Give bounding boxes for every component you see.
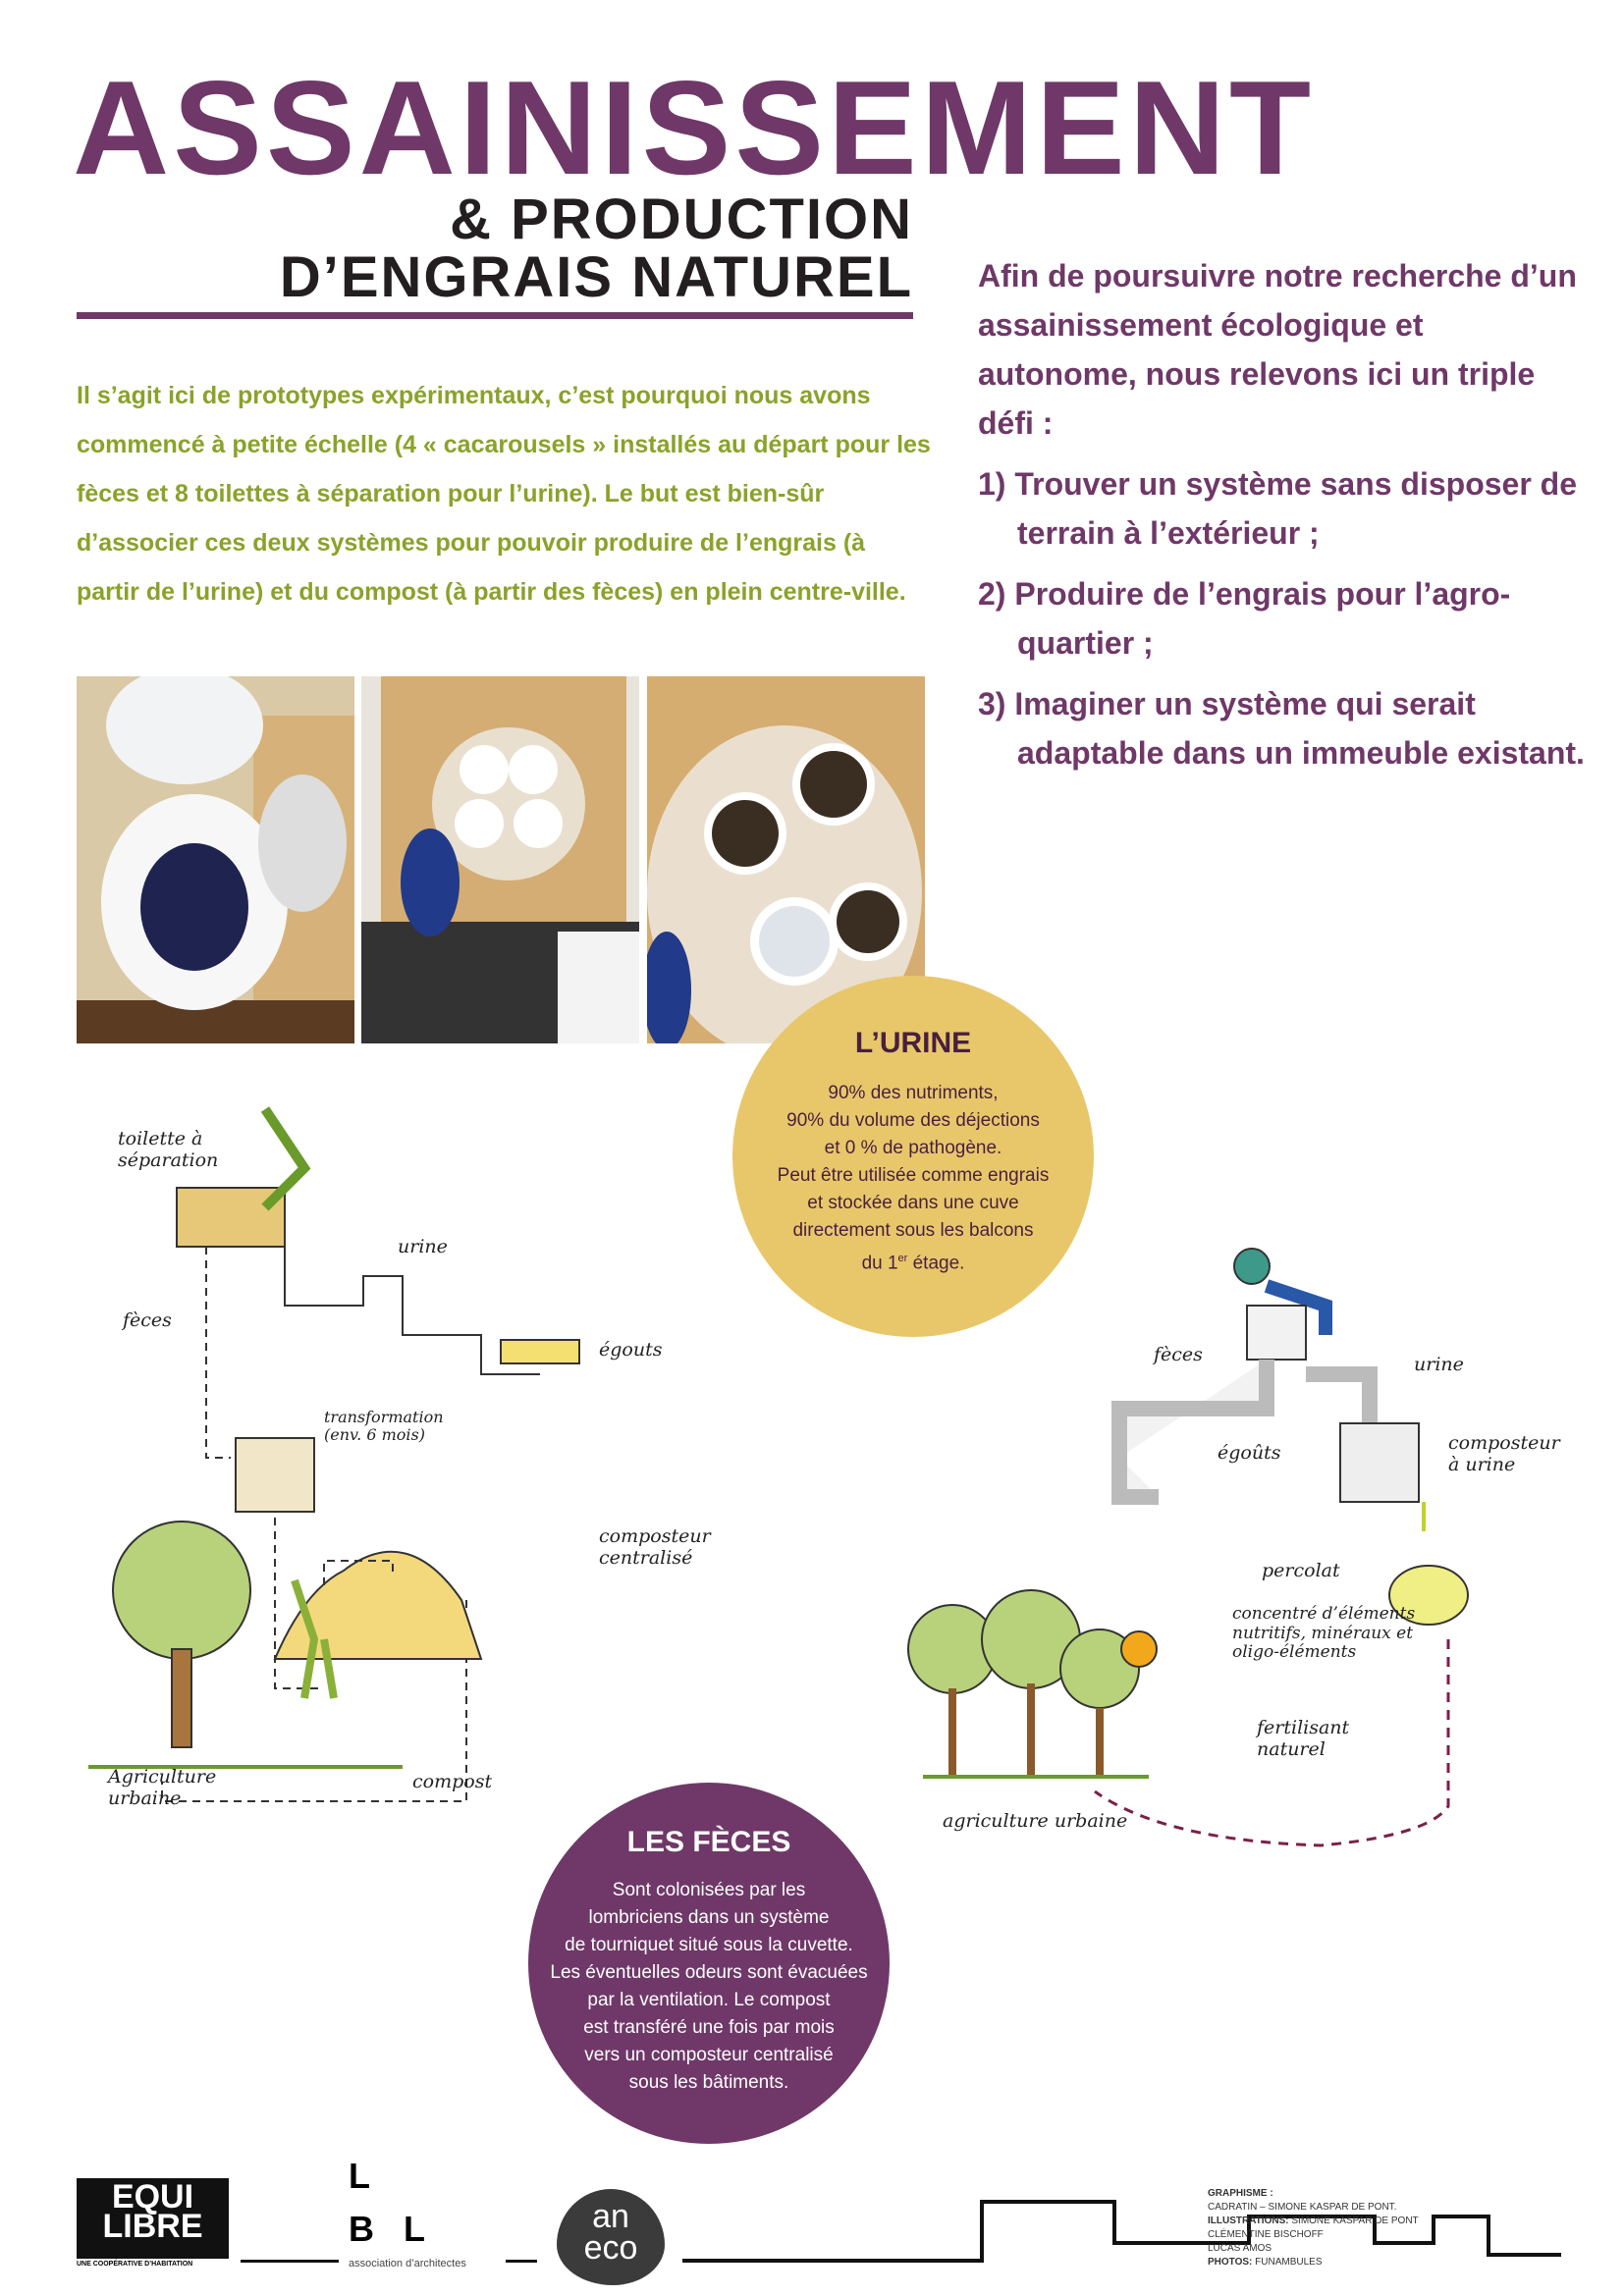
label-transformation: transformation (env. 6 mois) (324, 1408, 444, 1445)
label-urine: urine (1414, 1354, 1464, 1375)
skyline-line (682, 2200, 1561, 2263)
urine-line: directement sous les balcons (792, 1220, 1034, 1241)
credits-label: ILLUSTRATIONS: (1208, 2216, 1289, 2226)
label-toilet: toilette à séparation (118, 1128, 219, 1171)
equilibre-logo-text: EQUI (111, 2178, 194, 2216)
credits-text: LUCAS AMOS (1208, 2243, 1272, 2254)
urine-line: du 1er étage. (862, 1245, 965, 1277)
urine-superscript: er (897, 1253, 908, 1264)
challenge-list: Afin de poursuivre notre recherche d’un … (978, 251, 1587, 789)
label-feces: fèces (123, 1309, 172, 1331)
photo-compost-bins (647, 676, 925, 1043)
subtitle-line-2: D’ENGRAIS NATUREL (279, 245, 913, 309)
urine-line: et stockée dans une cuve (807, 1193, 1019, 1213)
footer-line (506, 2260, 537, 2263)
lbl-logo-l: L (349, 2156, 370, 2196)
feces-title: LES FÈCES (626, 1826, 791, 1858)
challenge-item: 1) Trouver un système sans disposer de t… (978, 466, 1578, 551)
aneco-logo-text: eco (583, 2229, 638, 2267)
label-sewers: égouts (599, 1339, 663, 1361)
credits-label: PHOTOS: (1208, 2257, 1253, 2268)
label-compost: compost (412, 1771, 493, 1792)
lbl-logo-bl: B L (349, 2209, 435, 2249)
challenge-lead: Afin de poursuivre notre recherche d’un … (978, 258, 1577, 441)
feces-line: de tourniquet situé sous la cuvette. (565, 1935, 853, 1955)
label-urine: urine (398, 1236, 448, 1257)
feces-line: vers un composteur centralisé (584, 2045, 834, 2065)
urine-line: 90% des nutriments, (828, 1083, 999, 1103)
page-title: ASSAINISSEMENT (73, 53, 1316, 202)
urine-info-circle: L’URINE 90% des nutriments, 90% du volum… (732, 976, 1094, 1337)
feces-line: Sont colonisées par les (612, 1880, 806, 1900)
photo-separator-bowls (361, 676, 639, 1043)
label-central-composter: composteur centralisé (599, 1525, 711, 1569)
credits-text: CADRATIN – SIMONE KASPAR DE PONT. (1208, 2202, 1397, 2213)
feces-line: est transféré une fois par mois (583, 2017, 835, 2038)
feces-line: lombriciens dans un système (588, 1907, 830, 1928)
credits-label: GRAPHISME : (1208, 2188, 1273, 2199)
aneco-logo: an eco (557, 2189, 665, 2285)
credits: GRAPHISME : CADRATIN – SIMONE KASPAR DE … (1208, 2187, 1419, 2269)
feces-line: Les éventuelles odeurs sont évacuées (550, 1962, 868, 1983)
intro-paragraph: Il s’agit ici de prototypes expérimentau… (77, 382, 931, 606)
subtitle-line-1: & PRODUCTION (450, 187, 913, 251)
urine-last-text: du 1 (861, 1253, 898, 1274)
label-urine-composter: composteur à urine (1448, 1432, 1560, 1475)
credits-text: CLÉMENTINE BISCHOFF (1208, 2229, 1324, 2240)
urine-cycle-illustration: fèces urine égoûts composteur à urine pe… (903, 1227, 1591, 1865)
equilibre-logo-text: LIBRE (102, 2208, 203, 2245)
feces-cycle-illustration: toilette à séparation urine fèces égouts… (69, 1090, 711, 1836)
feces-info-circle: LES FÈCES Sont colonisées par les lombri… (528, 1783, 890, 2144)
feces-line: sous les bâtiments. (628, 2072, 789, 2093)
challenge-item: 2) Produire de l’engrais pour l’agro-qua… (978, 576, 1511, 661)
photo-toilet (77, 676, 354, 1043)
urine-last-text: étage. (907, 1253, 965, 1274)
urine-line: Peut être utilisée comme engrais (777, 1165, 1050, 1186)
equilibre-logo: EQUI LIBRE (77, 2178, 229, 2259)
label-feces: fèces (1154, 1344, 1203, 1365)
credits-text: FUNAMBULES (1255, 2257, 1323, 2268)
footer-line (241, 2260, 339, 2263)
label-urban-agriculture: Agriculture urbaine (108, 1766, 217, 1809)
label-urban-agriculture: agriculture urbaine (943, 1810, 1128, 1832)
label-percolate: percolat (1262, 1560, 1340, 1581)
label-concentrate: concentré d’éléments nutritifs, minéraux… (1232, 1604, 1416, 1663)
urine-line: et 0 % de pathogène. (824, 1138, 1002, 1158)
challenge-item: 3) Imaginer un système qui serait adapta… (978, 686, 1585, 771)
urine-line: 90% du volume des déjections (786, 1110, 1040, 1131)
label-sewers: égoûts (1218, 1442, 1281, 1464)
urine-title: L’URINE (854, 1027, 972, 1059)
title-rule (77, 312, 913, 319)
feces-line: par la ventilation. Le compost (587, 1990, 831, 2010)
equilibre-tagline: UNE COOPÉRATIVE D’HABITATION (77, 2261, 193, 2268)
aneco-logo-text: an (592, 2198, 629, 2235)
credits-text: SIMONE KASPAR DE PONT (1291, 2216, 1419, 2226)
lbl-tagline: association d’architectes (349, 2258, 466, 2269)
label-fertilizer: fertilisant naturel (1257, 1717, 1350, 1760)
